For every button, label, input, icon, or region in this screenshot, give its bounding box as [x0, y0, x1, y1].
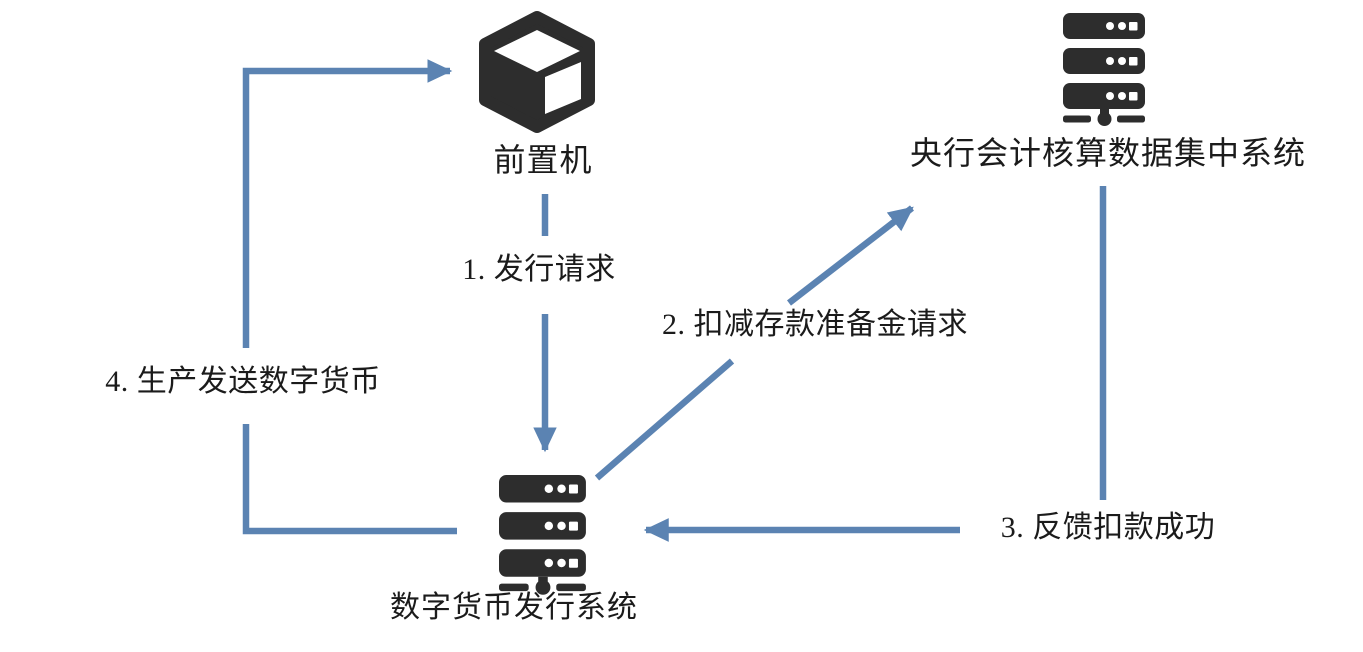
- node-label-issuance: 数字货币发行系统: [390, 591, 638, 624]
- server-icon: [499, 475, 586, 595]
- node-label-frontend: 前置机: [493, 142, 593, 178]
- flow-3-arrow: [643, 186, 1107, 542]
- flow-2-arrow: [594, 205, 914, 481]
- flow-label-1: 1. 发行请求: [462, 253, 616, 286]
- server-icon: [1063, 13, 1145, 126]
- node-label-central-bank: 央行会计核算数据集中系统: [909, 135, 1306, 171]
- flow-label-2: 2. 扣减存款准备金请求: [662, 308, 968, 341]
- cube-icon: [479, 11, 595, 133]
- flow-label-4: 4. 生产发送数字货币: [105, 365, 381, 398]
- flow-4-arrow: [242, 59, 457, 535]
- flow-label-3: 3. 反馈扣款成功: [1000, 511, 1216, 544]
